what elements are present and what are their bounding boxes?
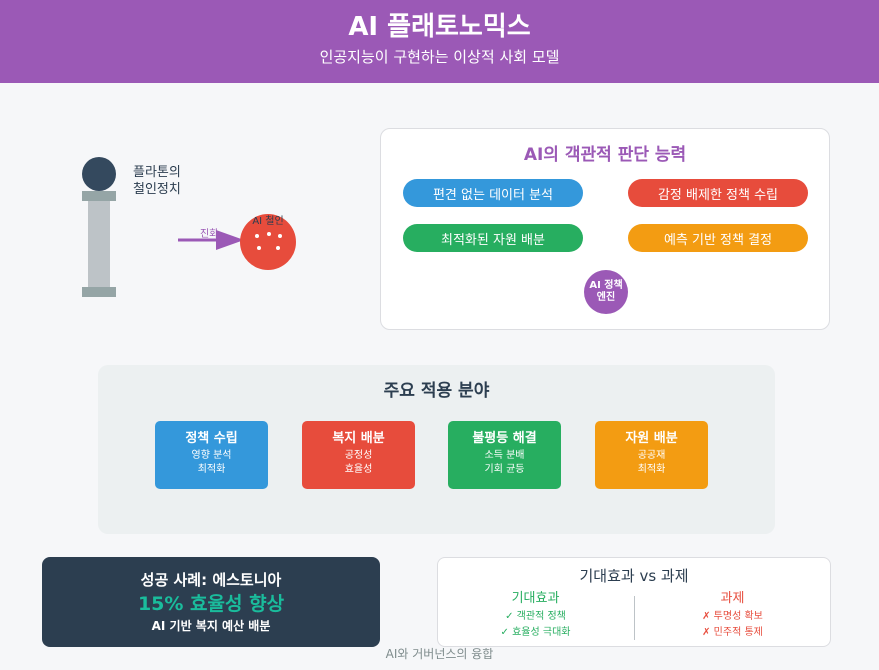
area-card-policy: 정책 수립 영향 분석 최적화 (155, 421, 268, 489)
evolution-arrow-icon (178, 230, 244, 250)
area-card-sub: 영향 분석 (191, 450, 232, 461)
area-card-welfare: 복지 배분 공정성 효율성 (302, 421, 415, 489)
success-case-metric: 15% 효율성 향상 (137, 593, 285, 615)
effect-item: ✓ 객관적 정책 (505, 611, 566, 622)
pillar-base (82, 287, 116, 297)
capability-pill-policy-making: 감정 배제한 정책 수립 (628, 179, 808, 207)
area-card-sub: 기회 균등 (484, 464, 525, 475)
engine-label-line2: 엔진 (596, 292, 616, 303)
area-card-sub: 최적화 (637, 464, 666, 475)
capability-pill-prediction: 예측 기반 정책 결정 (628, 224, 808, 252)
effects-heading: 기대효과 (511, 591, 560, 606)
area-card-inequality: 불평등 해결 소득 분배 기회 균등 (448, 421, 561, 489)
challenge-item: ✗ 투명성 확보 (702, 611, 763, 622)
plato-label: 플라톤의 철인정치 (133, 164, 213, 198)
effects-vs-challenges-title: 기대효과 vs 과제 (579, 567, 689, 585)
area-card-title: 복지 배분 (332, 431, 385, 446)
ai-dot (276, 246, 280, 250)
plato-label-line1: 플라톤의 (133, 165, 181, 180)
capabilities-title: AI의 객관적 판단 능력 (523, 145, 687, 165)
evolution-label: 진화 (200, 229, 219, 240)
ai-dot (257, 246, 261, 250)
ai-king-label: AI 철인 (252, 216, 284, 227)
plato-head-icon (82, 157, 116, 191)
ai-king-icon (240, 214, 296, 270)
column-divider (634, 596, 635, 640)
area-card-sub: 효율성 (344, 464, 373, 475)
pillar-shaft (88, 201, 110, 287)
success-case-description: AI 기반 복지 예산 배분 (151, 619, 271, 633)
page-subtitle: 인공지능이 구현하는 이상적 사회 모델 (319, 48, 560, 66)
ai-dot (278, 234, 282, 238)
plato-label-line2: 철인정치 (133, 182, 181, 197)
area-card-sub: 공공재 (637, 450, 666, 461)
capability-pill-resource-allocation: 최적화된 자원 배분 (403, 224, 583, 252)
area-card-title: 자원 배분 (625, 431, 678, 446)
area-card-resources: 자원 배분 공공재 최적화 (595, 421, 708, 489)
capability-pill-data-analysis: 편견 없는 데이터 분석 (403, 179, 583, 207)
challenges-heading: 과제 (720, 591, 745, 606)
area-card-sub: 소득 분배 (484, 450, 525, 461)
area-card-title: 불평등 해결 (472, 431, 537, 446)
ai-dot (267, 232, 271, 236)
page-title: AI 플래토노믹스 (348, 12, 531, 42)
success-case-title: 성공 사례: 에스토니아 (140, 571, 282, 589)
footer-caption: AI와 거버넌스의 융합 (385, 647, 494, 661)
pillar-capital (82, 191, 116, 201)
engine-label-line1: AI 정책 (589, 280, 623, 291)
challenge-item: ✗ 민주적 통제 (702, 627, 763, 638)
ai-dot (255, 234, 259, 238)
header-banner (0, 0, 879, 83)
area-card-sub: 공정성 (344, 450, 373, 461)
effect-item: ✓ 효율성 극대화 (500, 627, 571, 638)
success-case-panel (42, 557, 380, 647)
application-areas-title: 주요 적용 분야 (383, 381, 490, 401)
area-card-sub: 최적화 (197, 464, 226, 475)
area-card-title: 정책 수립 (185, 431, 238, 446)
ai-policy-engine-icon: AI 정책 엔진 (584, 270, 628, 314)
